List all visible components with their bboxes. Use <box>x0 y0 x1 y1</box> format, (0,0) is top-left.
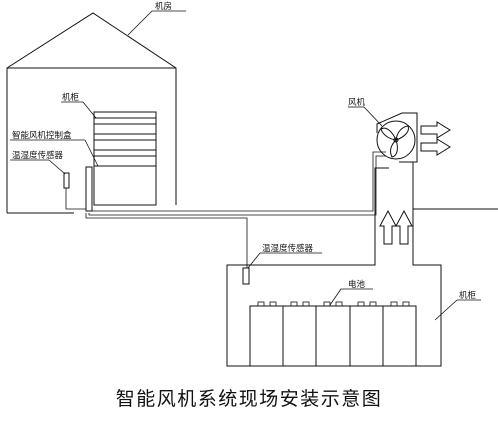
battery-terminal <box>390 301 398 307</box>
exhaust-arrows <box>420 121 451 156</box>
battery-terminal <box>369 301 377 307</box>
fan-hub <box>393 137 399 143</box>
exhaust-arrow-icon <box>420 138 451 156</box>
fan-duct-right <box>412 161 417 209</box>
battery-label: 电池 <box>348 279 366 290</box>
fan-controller-leader <box>84 139 99 167</box>
battery-sensor-label: 温湿度传感器 <box>262 243 314 254</box>
intake-arrows <box>379 209 413 245</box>
fan-unit <box>374 112 418 213</box>
indoor-sensor <box>63 172 86 210</box>
fan-leader <box>363 106 383 127</box>
fan-cable-outer <box>88 155 386 216</box>
battery-terminal <box>257 301 265 307</box>
battery-cabinet-leader <box>434 299 458 321</box>
fan-cable-inner <box>92 151 386 212</box>
battery-pack <box>249 301 417 367</box>
fan-label: 风机 <box>348 97 366 108</box>
fan-control-box <box>85 166 93 212</box>
battery-terminal <box>402 301 410 307</box>
battery-terminal <box>335 301 343 307</box>
battery-cabinet-outline <box>226 209 442 367</box>
control-cables <box>85 151 386 268</box>
machine-room-leader <box>127 10 153 36</box>
indoor-sensor-leader <box>48 159 66 175</box>
intake-arrow-icon <box>395 209 413 245</box>
battery-terminal <box>357 301 365 307</box>
battery-pack-body <box>249 305 417 367</box>
machine-room-label: 机房 <box>155 1 172 12</box>
fan-control-box-body <box>85 166 93 212</box>
fan-housing <box>376 112 418 163</box>
battery-leader <box>329 288 342 306</box>
indoor-sensor-label: 温湿度传感器 <box>12 150 64 161</box>
cabinet-body <box>93 111 157 206</box>
diagram-caption: 智能风机系统现场安装示意图 <box>116 388 383 410</box>
fan-controller-label: 智能风机控制盒 <box>12 130 72 141</box>
battery-terminal <box>290 301 298 307</box>
fan-duct-left <box>374 167 389 213</box>
cabinet <box>93 111 157 206</box>
fan-circle <box>376 120 416 160</box>
fan-blade <box>380 127 397 141</box>
machine-room <box>6 12 177 214</box>
battery-sensor <box>242 267 250 285</box>
indoor-sensor-wire <box>65 188 86 210</box>
exhaust-arrow-icon <box>420 121 451 139</box>
battery-terminal <box>323 301 331 307</box>
indoor-sensor-body <box>63 172 70 189</box>
battery-terminal <box>269 301 277 307</box>
sensor-cable <box>85 213 248 268</box>
battery-terminal <box>302 301 310 307</box>
battery-cabinet-label: 机柜 <box>459 290 477 301</box>
battery-sensor-body <box>242 267 250 285</box>
intake-arrow-icon <box>379 209 397 245</box>
cabinet-label: 机柜 <box>62 92 80 103</box>
cabinet-leader <box>82 101 97 119</box>
battery-sensor-leader <box>247 252 261 269</box>
machine-room-outline <box>6 12 177 213</box>
fan-blade <box>395 125 409 141</box>
fan-blade <box>390 139 398 158</box>
